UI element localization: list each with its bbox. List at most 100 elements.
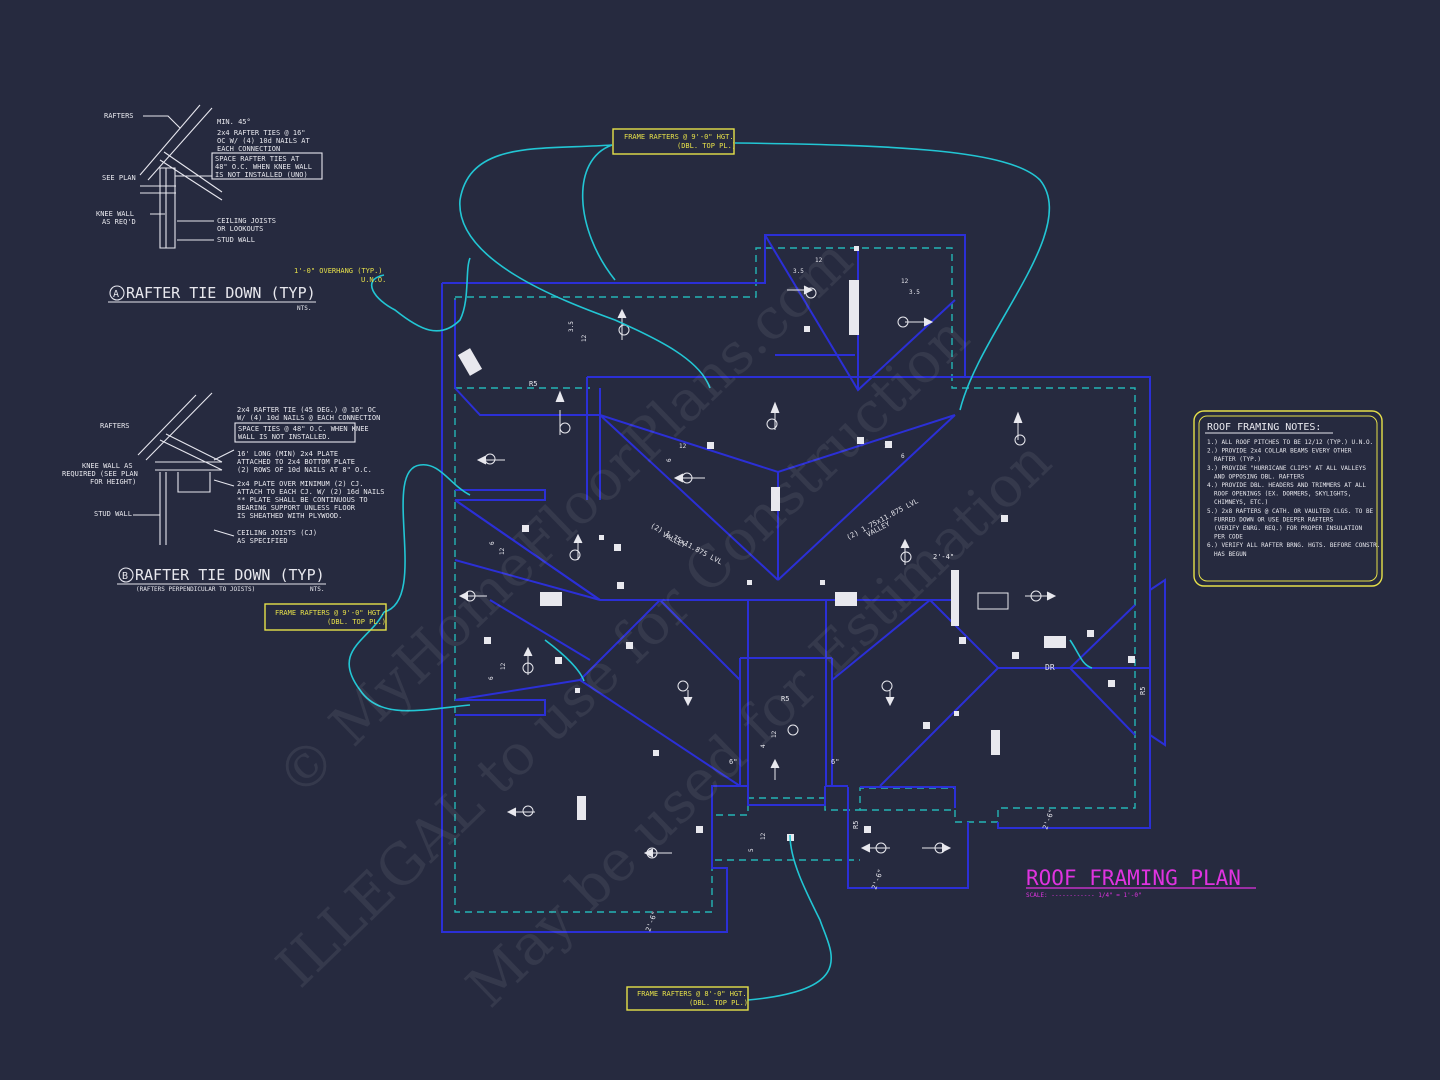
callout-bottom-line-1: FRAME RAFTERS @ 8'-0" HGT. bbox=[637, 990, 747, 998]
dim-2-4: 2'-4" bbox=[933, 553, 954, 561]
detail-b-box-line-1: SPACE TIES @ 48" O.C. WHEN KNEE bbox=[238, 425, 369, 433]
detail-b-plate-6: ** PLATE SHALL BE CONTINUOUS TO bbox=[237, 496, 368, 504]
bearing-markers bbox=[464, 287, 1042, 859]
callout-bottom: FRAME RAFTERS @ 8'-0" HGT. (DBL. TOP PL.… bbox=[626, 986, 749, 1011]
callout-top-line-2: (DBL. TOP PL.) bbox=[677, 142, 736, 150]
detail-b-tie-label-1: 2x4 RAFTER TIE (45 DEG.) @ 16" OC bbox=[237, 406, 376, 414]
detail-b-cj-1: CEILING JOISTS (CJ) bbox=[237, 529, 317, 537]
dim-6: 6" bbox=[831, 758, 839, 766]
detail-b-plate-5: ATTACH TO EACH CJ. W/ (2) 16d NAILS bbox=[237, 488, 385, 496]
detail-a-box-line-2: 48" O.C. WHEN KNEE WALL bbox=[215, 163, 312, 171]
note-line: 4.) PROVIDE DBL. HEADERS AND TRIMMERS AT… bbox=[1207, 482, 1366, 489]
detail-b-stud-wall-label: STUD WALL bbox=[94, 510, 132, 518]
detail-a-marker: A bbox=[113, 289, 119, 300]
plan-title-block: ROOF FRAMING PLAN SCALE: ------------ 1/… bbox=[1026, 866, 1256, 899]
pitch-6: 6 bbox=[489, 541, 496, 545]
detail-b-cj-2: AS SPECIFIED bbox=[237, 537, 288, 545]
detail-a-ties-label-2: OC W/ (4) 10d NAILS AT bbox=[217, 137, 311, 145]
detail-b-marker-circle bbox=[118, 567, 134, 583]
detail-b-plate-7: BEARING SUPPORT UNLESS FLOOR bbox=[237, 504, 356, 512]
overhang-line-1: 1'-0" OVERHANG (TYP.) bbox=[294, 267, 383, 275]
pitch-12: 12 bbox=[884, 443, 892, 450]
callout-bottom-line-2: (DBL. TOP PL.) bbox=[689, 999, 748, 1007]
detail-b-marker: B bbox=[122, 571, 128, 582]
callout-left-line-2: (DBL. TOP PL.) bbox=[327, 618, 386, 626]
detail-a-rafter-tie-down: RAFTERS MIN. 45° 2x4 RAFTER TIES @ 16" O… bbox=[96, 104, 323, 312]
header-symbol bbox=[977, 592, 1009, 610]
callout-overhang: 1'-0" OVERHANG (TYP.) U.N.O. bbox=[294, 267, 386, 284]
detail-b-scale: NTS. bbox=[310, 586, 324, 593]
r5-label-top: R5 bbox=[529, 380, 537, 388]
note-line: 6.) VERIFY ALL RAFTER BRNG. HGTS. BEFORE… bbox=[1207, 542, 1380, 549]
header-symbol bbox=[540, 592, 562, 606]
detail-b-tie-label-2: W/ (4) 10d NAILS @ EACH CONNECTION bbox=[237, 414, 380, 422]
pitch-5: 5 bbox=[748, 848, 755, 852]
pitch-6: 6 bbox=[488, 676, 495, 680]
detail-b-box-line-2: WALL IS NOT INSTALLED. bbox=[238, 433, 331, 441]
detail-a-ties-label-1: 2x4 RAFTER TIES @ 16" bbox=[217, 129, 306, 137]
pitch-12: 12 bbox=[815, 257, 823, 264]
detail-a-stud-wall-label: STUD WALL bbox=[217, 236, 255, 244]
detail-b-knee-1: KNEE WALL AS bbox=[82, 462, 133, 470]
roof-framing-notes: ROOF FRAMING NOTES: 1.) ALL ROOF PITCHES… bbox=[1193, 410, 1383, 587]
detail-a-rafters-label: RAFTERS bbox=[104, 112, 134, 120]
eave-outline bbox=[454, 247, 1136, 913]
dim-6: 6" bbox=[729, 758, 737, 766]
callout-top: FRAME RAFTERS @ 9'-0" HGT. (DBL. TOP PL.… bbox=[612, 128, 736, 155]
r5-label-bottom: R5 bbox=[852, 821, 860, 829]
detail-a-ceiling-label-1: CEILING JOISTS bbox=[217, 217, 276, 225]
beam-symbol bbox=[771, 487, 780, 511]
leader-lines bbox=[348, 142, 1093, 1001]
note-line: AND OPPOSING DBL. RAFTERS bbox=[1214, 473, 1305, 480]
beam-symbol bbox=[991, 730, 1000, 755]
pitch-12: 12 bbox=[679, 443, 687, 450]
detail-a-knee-wall-label-2: AS REQ'D bbox=[102, 218, 136, 226]
callout-top-line-1: FRAME RAFTERS @ 9'-0" HGT. bbox=[624, 133, 734, 141]
overhang-line-2: U.N.O. bbox=[361, 276, 386, 284]
pitch-35: 3.5 bbox=[793, 268, 804, 275]
pitch-12: 12 bbox=[581, 334, 588, 342]
pitch-12: 12 bbox=[901, 278, 909, 285]
detail-a-note-box bbox=[211, 152, 323, 180]
detail-b-rafter-tie-down: RAFTERS 2x4 RAFTER TIE (45 DEG.) @ 16" O… bbox=[62, 392, 385, 593]
dr-label: DR bbox=[1045, 663, 1055, 672]
note-line: 1.) ALL ROOF PITCHES TO BE 12/12 (TYP.) … bbox=[1207, 439, 1373, 446]
detail-b-knee-2: REQUIRED (SEE PLAN bbox=[62, 470, 138, 478]
beam-symbol bbox=[457, 348, 483, 376]
detail-b-plate-2: ATTACHED TO 2x4 BOTTOM PLATE bbox=[237, 458, 355, 466]
detail-b-plate-4: 2x4 PLATE OVER MINIMUM (2) CJ. bbox=[237, 480, 363, 488]
pitch-12: 12 bbox=[500, 662, 507, 670]
note-line: FURRED DOWN OR USE DEEPER RAFTERS bbox=[1214, 516, 1334, 523]
detail-b-knee-3: FOR HEIGHT) bbox=[90, 478, 136, 486]
r5-label-right: R5 bbox=[1139, 687, 1147, 695]
detail-b-plate-3: (2) ROWS OF 10d NAILS AT 8" O.C. bbox=[237, 466, 372, 474]
detail-a-ties-label-3: EACH CONNECTION bbox=[217, 145, 280, 153]
beam-symbol bbox=[849, 280, 859, 335]
r5-label-center: R5 bbox=[781, 695, 789, 703]
detail-a-min45-label: MIN. 45° bbox=[217, 118, 251, 126]
note-line: PER CODE bbox=[1214, 534, 1243, 541]
dim-2-6: 2'-6" bbox=[644, 910, 659, 933]
beam-symbol bbox=[577, 796, 586, 820]
roof-framing-lines bbox=[441, 234, 1166, 933]
note-line: ROOF OPENINGS (EX. DORMERS, SKYLIGHTS, bbox=[1214, 491, 1351, 498]
callout-left-line-1: FRAME RAFTERS @ 9'-0" HGT. bbox=[275, 609, 385, 617]
detail-a-scale: NTS. bbox=[297, 305, 311, 312]
detail-a-marker-circle bbox=[109, 285, 125, 301]
pitch-12: 12 bbox=[760, 832, 767, 840]
note-line: HAS BEGUN bbox=[1214, 551, 1247, 558]
beam-symbol bbox=[951, 570, 959, 626]
note-line: 2.) PROVIDE 2x4 COLLAR BEAMS EVERY OTHER bbox=[1207, 448, 1352, 455]
note-line: (VERIFY ENRG. REQ.) FOR PROPER INSULATIO… bbox=[1214, 525, 1362, 532]
plan-scale: SCALE: ------------ 1/4" = 1'-0" bbox=[1026, 892, 1142, 899]
detail-b-note-box bbox=[234, 422, 356, 443]
header-symbol bbox=[835, 592, 857, 606]
pitch-6: 6 bbox=[666, 458, 673, 462]
detail-b-rafters-label: RAFTERS bbox=[100, 422, 130, 430]
detail-a-box-line-3: IS NOT INSTALLED (UNO) bbox=[215, 171, 308, 179]
pitch-35: 3.5 bbox=[568, 321, 575, 332]
note-line: 3.) PROVIDE "HURRICANE CLIPS" AT ALL VAL… bbox=[1207, 465, 1366, 472]
detail-a-title: RAFTER TIE DOWN (TYP) bbox=[126, 284, 316, 302]
notes-title: ROOF FRAMING NOTES: bbox=[1207, 422, 1321, 433]
pitch-12: 12 bbox=[499, 547, 506, 555]
